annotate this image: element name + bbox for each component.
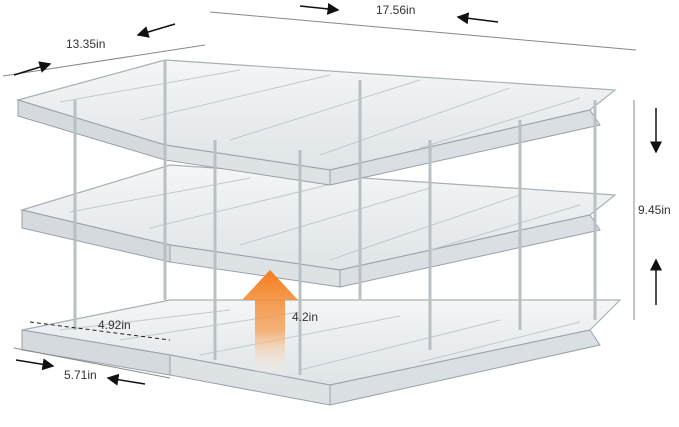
bottom-tier xyxy=(21,299,622,406)
dimension-lines xyxy=(2,11,637,379)
total-height-label: 9.45in xyxy=(638,203,671,217)
depth-label: 13.35in xyxy=(66,37,106,51)
middle-tier xyxy=(19,164,617,288)
top-tier xyxy=(15,59,617,186)
support-posts xyxy=(73,60,597,375)
total-width-label: 17.56in xyxy=(376,3,416,17)
inner-slot-width-label: 4.92in xyxy=(98,318,131,332)
tier-height-label: 4.2in xyxy=(292,310,319,324)
height-arrow xyxy=(242,270,298,380)
dimension-arrows xyxy=(13,2,662,386)
unit-width-label: 5.71in xyxy=(64,368,97,382)
